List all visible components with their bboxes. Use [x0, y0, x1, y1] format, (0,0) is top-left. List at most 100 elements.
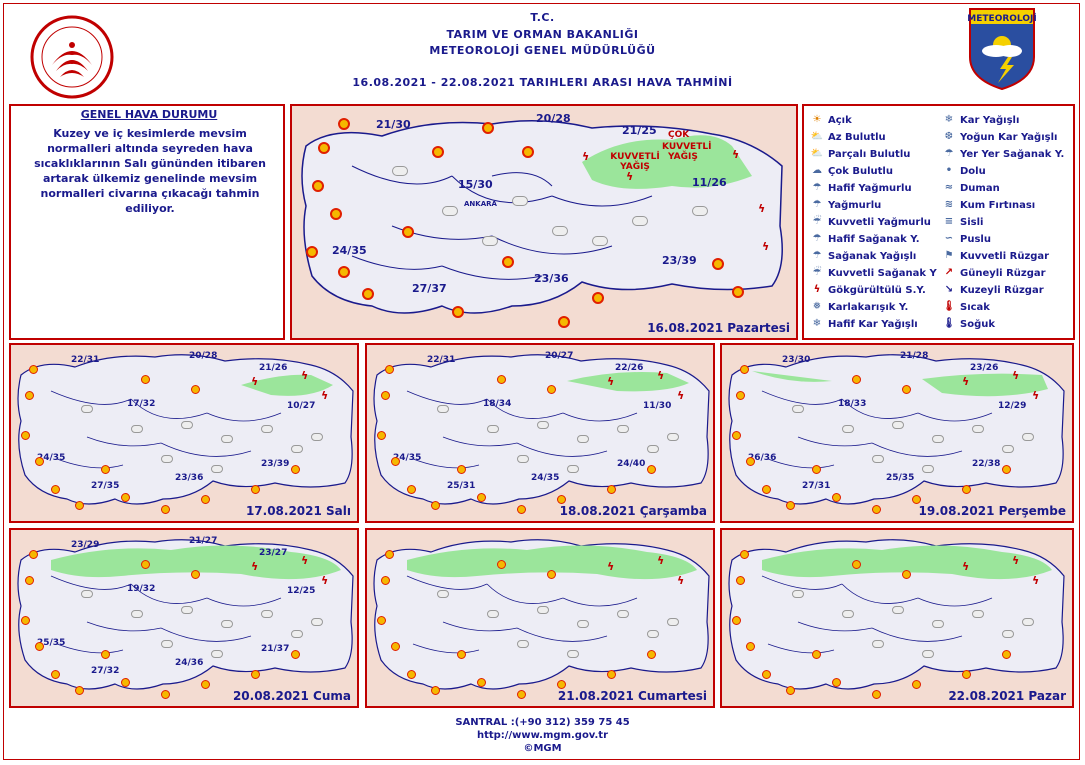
temp-label: 24/35	[37, 453, 66, 463]
temp-label: 25/35	[37, 638, 66, 648]
city-label: ANKARA	[464, 200, 497, 208]
sun-icon	[746, 642, 755, 651]
cloud-icon	[932, 620, 944, 628]
sun-icon	[338, 266, 350, 278]
sun-icon: ☀	[812, 114, 822, 125]
legend-item: ↗ Güneyli Rüzgar	[942, 267, 1046, 279]
sun-icon	[432, 146, 444, 158]
sun-icon	[592, 292, 604, 304]
temp-label: 23/39	[662, 254, 697, 267]
cloud-icon	[261, 425, 273, 433]
sun-icon	[377, 431, 386, 440]
legend-label: Gökgürültülü S.Y.	[828, 285, 926, 296]
sun-icon	[607, 485, 616, 494]
sun-icon	[25, 576, 34, 585]
sun-icon	[647, 465, 656, 474]
sun-icon	[362, 288, 374, 300]
cloud-icon	[1002, 445, 1014, 453]
temp-label: 12/25	[287, 586, 316, 596]
temp-label: 18/33	[838, 399, 867, 409]
temp-label: 20/28	[189, 351, 218, 361]
sun-icon	[962, 485, 971, 494]
sun-icon	[391, 642, 400, 651]
legend-label: Sağanak Yağışlı	[828, 251, 917, 262]
cloud-icon	[291, 630, 303, 638]
cloud-icon	[647, 445, 659, 453]
footer-phone: SANTRAL :(+90 312) 359 75 45	[455, 717, 630, 728]
cloud-icon	[291, 445, 303, 453]
legend-label: Kuvvetli Rüzgar	[960, 251, 1050, 262]
temp-label: 18/34	[483, 399, 512, 409]
cloud-icon	[537, 421, 549, 429]
thunderstorm-icon: ϟ	[1012, 554, 1020, 567]
cloud-icon	[311, 618, 323, 626]
sun-icon	[786, 686, 795, 695]
turkey-map-outline	[17, 539, 354, 690]
cloud-icon	[261, 610, 273, 618]
turkey-map-outline	[373, 539, 710, 690]
temp-label: 22/38	[972, 459, 1001, 469]
legend-label: Kuvvetli Sağanak Y	[828, 268, 937, 279]
sun-icon	[852, 560, 861, 569]
temp-label: 20/27	[545, 351, 574, 361]
temp-label: 17/32	[127, 399, 156, 409]
legend-item: ❄Kar Yağışlı	[942, 114, 1020, 126]
sun-icon	[482, 122, 494, 134]
header-directorate: METEOROLOJİ GENEL MÜDÜRLÜĞÜ	[429, 44, 656, 57]
cloud-icon	[487, 425, 499, 433]
sun-icon	[457, 465, 466, 474]
fog-icon: ≡	[944, 216, 954, 227]
sun-icon	[251, 670, 260, 679]
cloud-icon	[161, 640, 173, 648]
cloud-icon	[692, 206, 708, 216]
temp-label: 24/40	[617, 459, 646, 469]
cloud-icon	[617, 425, 629, 433]
cloud-icon	[487, 610, 499, 618]
cloud-icon	[617, 610, 629, 618]
cloud-icon	[842, 610, 854, 618]
temp-label: 22/31	[427, 355, 456, 365]
temp-label: 27/37	[412, 282, 447, 295]
sun-icon	[1002, 465, 1011, 474]
sun-icon	[517, 505, 526, 514]
legend-item: ☀Açık	[810, 114, 852, 126]
south-wind-icon: ↗	[944, 267, 954, 278]
shower-icon: ☂	[812, 250, 822, 261]
legend-label: Hafif Yağmurlu	[828, 183, 912, 194]
sun-icon	[191, 570, 200, 579]
snow-icon: ❄	[944, 114, 954, 125]
cloud-icon	[211, 465, 223, 473]
cloud-icon	[567, 650, 579, 658]
sun-icon	[161, 690, 170, 699]
smoke-icon: ≈	[944, 182, 954, 193]
legend-item: ☔Kuvvetli Yağmurlu	[810, 216, 931, 228]
sun-icon	[502, 256, 514, 268]
legend-item: ≡Sisli	[942, 216, 984, 228]
cloud-icon	[131, 610, 143, 618]
cloud-icon	[842, 425, 854, 433]
sun-icon	[912, 680, 921, 689]
sun-icon	[201, 680, 210, 689]
legend-label: Güneyli Rüzgar	[960, 268, 1046, 279]
sun-icon	[431, 501, 440, 510]
forecast-date: 21.08.2021 Cumartesi	[557, 689, 707, 703]
sun-icon	[338, 118, 350, 130]
general-weather-panel: GENEL HAVA DURUMU Kuzey ve iç kesimlerde…	[9, 104, 285, 340]
sun-icon	[517, 690, 526, 699]
general-weather-text: Kuzey ve iç kesimlerde mevsim normalleri…	[34, 127, 266, 215]
sleet-icon: ❅	[812, 301, 822, 312]
footer-url[interactable]: http://www.mgm.gov.tr	[476, 730, 609, 741]
light-snow-icon: ❄	[812, 318, 822, 329]
cloud-icon	[311, 433, 323, 441]
forecast-date: 16.08.2021 Pazartesi	[647, 321, 790, 335]
thunderstorm-icon: ϟ	[813, 284, 821, 295]
cloud-icon	[667, 433, 679, 441]
sun-icon	[75, 686, 84, 695]
header-period: 16.08.2021 - 22.08.2021 TARIHLERI ARASI …	[352, 76, 733, 89]
cloud-icon	[517, 455, 529, 463]
forecast-date: 22.08.2021 Pazar	[948, 689, 1066, 703]
sun-icon	[431, 686, 440, 695]
sun-icon	[101, 650, 110, 659]
sun-icon	[558, 316, 570, 328]
general-weather-title: GENEL HAVA DURUMU	[80, 108, 218, 121]
